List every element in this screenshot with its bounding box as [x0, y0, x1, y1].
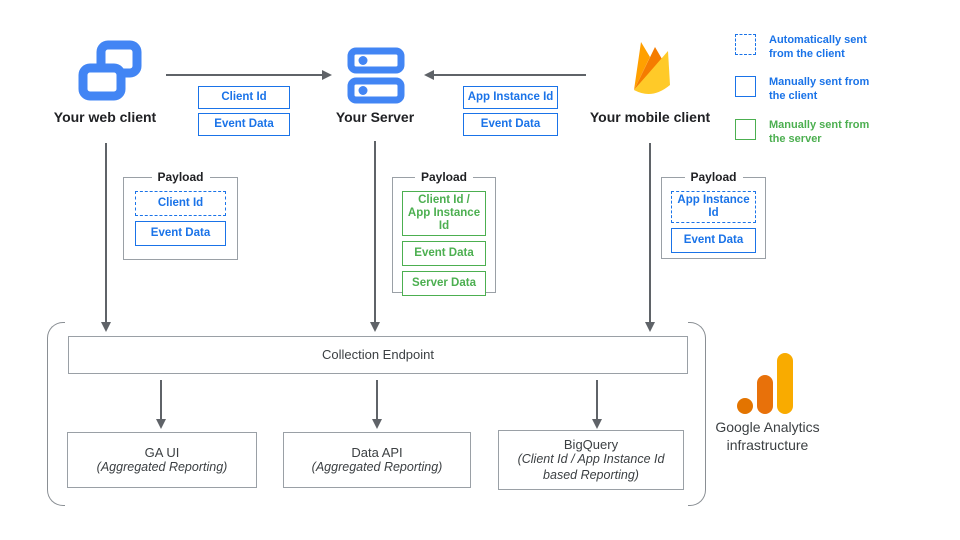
bigquery-box: BigQuery (Client Id / App Instance Id ba… [498, 430, 684, 490]
web-payload-box: Payload Client Id Event Data [123, 170, 238, 260]
ga-ui-box: GA UI (Aggregated Reporting) [67, 432, 257, 488]
infrastructure-bracket-right [688, 322, 706, 506]
endpoint-to-dataapi-arrowhead-icon [372, 419, 382, 429]
endpoint-to-bigquery-arrow-line [596, 380, 598, 420]
mobile-to-server-arrow-line [434, 74, 586, 76]
infrastructure-brand-label: Google Analytics infrastructure [715, 419, 820, 453]
flow-tag-event-data: Event Data [463, 113, 558, 136]
ga-ui-title: GA UI [144, 444, 180, 460]
data-api-subtitle: (Aggregated Reporting) [311, 460, 443, 474]
legend-label: Automatically sent from the client [769, 34, 867, 60]
server-label: Your Server [335, 109, 415, 125]
payload-title: Payload [151, 170, 210, 184]
collection-endpoint-box: Collection Endpoint [68, 336, 688, 374]
endpoint-to-gaui-arrow-line [160, 380, 162, 420]
legend-dashed-blue-swatch [735, 34, 756, 55]
flow-tag-event-data: Event Data [198, 113, 290, 136]
infrastructure-bracket-left [47, 322, 65, 506]
flow-tag-client-id: Client Id [198, 86, 290, 109]
data-api-title: Data API [351, 444, 403, 460]
server-down-arrowhead-icon [370, 322, 380, 332]
mobile-down-arrow-line [649, 143, 651, 323]
mobile-to-server-arrowhead-icon [424, 70, 434, 80]
payload-title: Payload [684, 170, 743, 184]
legend-solid-blue-swatch [735, 76, 756, 97]
endpoint-to-bigquery-arrowhead-icon [592, 419, 602, 429]
payload-item-event-data: Event Data [135, 221, 226, 246]
payload-item-client-id: Client Id [135, 191, 226, 216]
web-down-arrowhead-icon [101, 322, 111, 332]
web-to-server-arrowhead-icon [322, 70, 332, 80]
web-down-arrow-line [105, 143, 107, 323]
firebase-icon [634, 42, 670, 94]
mobile-down-arrowhead-icon [645, 322, 655, 332]
legend-item-manual-server: Manually sent from the server [735, 119, 887, 146]
endpoint-to-gaui-arrowhead-icon [156, 419, 166, 429]
mobile-client-label: Your mobile client [589, 109, 711, 125]
legend-label: Manually sent from the client [769, 76, 870, 102]
legend-item-manual-client: Manually sent from the client [735, 76, 887, 103]
payload-item-app-instance-id: App Instance Id [671, 191, 756, 223]
payload-item-client-app-id: Client Id / App Instance Id [402, 191, 486, 236]
endpoint-to-dataapi-arrow-line [376, 380, 378, 420]
collection-endpoint-label: Collection Endpoint [321, 347, 435, 363]
payload-title: Payload [414, 170, 474, 184]
bigquery-subtitle: (Client Id / App Instance Id based Repor… [517, 452, 665, 482]
data-api-box: Data API (Aggregated Reporting) [283, 432, 471, 488]
payload-item-event-data: Event Data [402, 241, 486, 266]
flow-tag-app-instance-id: App Instance Id [463, 86, 558, 109]
server-down-arrow-line [374, 141, 376, 323]
legend-label: Manually sent from the server [769, 119, 870, 145]
ga-ui-subtitle: (Aggregated Reporting) [96, 460, 228, 474]
google-analytics-logo-icon [737, 353, 793, 414]
legend-item-auto-client: Automatically sent from the client [735, 34, 887, 61]
web-client-icon [78, 40, 142, 101]
payload-item-event-data: Event Data [671, 228, 756, 253]
legend-solid-green-swatch [735, 119, 756, 140]
bigquery-title: BigQuery [563, 436, 619, 452]
server-payload-box: Payload Client Id / App Instance Id Even… [392, 170, 496, 296]
web-client-label: Your web client [53, 109, 157, 125]
web-to-server-arrow-line [166, 74, 322, 76]
payload-item-server-data: Server Data [402, 271, 486, 296]
mobile-payload-box: Payload App Instance Id Event Data [661, 170, 766, 259]
server-icon [347, 47, 405, 104]
